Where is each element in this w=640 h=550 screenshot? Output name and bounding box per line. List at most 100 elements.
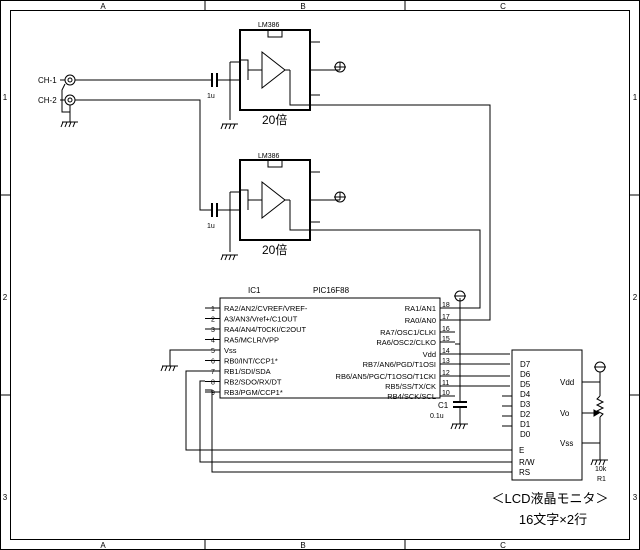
pic-pin-number: 5: [211, 348, 215, 355]
lcd-ctrl-pins: E R/WRS: [519, 446, 535, 477]
lcd-data-pin-label: D6: [520, 370, 531, 379]
amp2-vcc: [320, 191, 346, 203]
pic-pin-number: 18: [442, 302, 450, 309]
lcd-body: [511, 349, 583, 481]
pic-vss-ground: [160, 349, 205, 372]
input-connector-ch1: CH-1: [38, 74, 76, 86]
lcd-data-pin-label: D4: [520, 390, 531, 399]
pic-pin-name: RA5/MCLR/VPP: [224, 336, 279, 345]
lcd-data-pin-label: D7: [520, 360, 531, 369]
ground-icon: [590, 459, 608, 466]
pic-pin-number: 6: [211, 359, 215, 366]
pic-right-pins: 18 RA1/AN1 17 RA0/AN0 16 RA7/OSC1/CLKI 15 RA6/O…: [336, 302, 455, 401]
ground-icon: [60, 121, 78, 128]
input-connector-ch2: CH-2: [38, 94, 76, 106]
pic-pin-number: 8: [211, 380, 215, 387]
pic-pin-name: RB1/SDI/SDA: [224, 367, 271, 376]
amp1-cap-label: 1u: [207, 93, 215, 100]
pic-pin-number: 10: [442, 390, 450, 397]
pic-pin-name: RA0/AN0: [405, 316, 436, 325]
lcd-power-pin-label: Vdd: [560, 378, 574, 387]
col-label-b-bottom: B: [300, 541, 305, 550]
pic-pin-name: A3/AN3/Vref+/C1OUT: [224, 315, 298, 324]
lcd-ctrl-pin-label: R/W: [519, 458, 535, 467]
pic-pin-name: RB6/AN5/PGC/T1OSO/T1CKI: [336, 372, 436, 381]
pic-pin-number: 7: [211, 369, 215, 376]
amp1-notch: [267, 29, 283, 38]
lcd-power-pin-label: Vss: [560, 439, 573, 448]
pic-pin-number: 16: [442, 326, 450, 333]
pic-to-lcd-ctrl-wires: [185, 370, 512, 473]
pic-pin-number: 17: [442, 314, 450, 321]
row-label-1: 1: [3, 93, 8, 102]
col-label-a-bottom: A: [100, 541, 106, 550]
pic-pin-name: Vdd: [423, 350, 436, 359]
col-label-c: C: [500, 2, 506, 11]
amp1-vcc: [320, 61, 346, 73]
pic-pin-name: RB3/PGM/CCP1*: [224, 388, 283, 397]
pic-pin-number: 3: [211, 327, 215, 334]
amp2-part-label: LM386: [258, 153, 280, 160]
row-label-3-right: 3: [633, 493, 638, 502]
ground-icon: [160, 365, 178, 372]
col-label-b: B: [300, 2, 305, 11]
amp2-triangle: [261, 180, 286, 220]
lcd-data-pin-label: D1: [520, 420, 531, 429]
pic-pin-number: 13: [442, 358, 450, 365]
lcd-unused-pins: [502, 395, 512, 427]
ch1-signal-wire: [75, 73, 240, 87]
lcd-title: ＜LCD液晶モニタ＞: [491, 491, 608, 506]
amp-output-wires: [310, 104, 491, 321]
pic-pin-number: 15: [442, 336, 450, 343]
lcd-subtitle: 16文字×2行: [519, 512, 587, 527]
pic-pin-name: RB5/SS/TX/CK: [385, 382, 436, 391]
connector-label-ch2: CH-2: [38, 96, 57, 105]
pic-pin-name: RB4/SCK/SCL: [387, 392, 436, 401]
pic-pin-number: 2: [211, 317, 215, 324]
pic-pin-number: 14: [442, 348, 450, 355]
pic-pin-name: Vss: [224, 346, 237, 355]
amp2-lm386: LM386 20倍: [220, 153, 320, 261]
lcd-power-pin-label: Vo: [560, 409, 570, 418]
lcd-ctrl-pin-label: RS: [519, 468, 530, 477]
pic-pin-number: 4: [211, 338, 215, 345]
ground-icon: [220, 123, 238, 130]
c1-ref-label: C1: [438, 401, 449, 410]
frame-labels: A B C A B C 1 2 3 1 2 3: [3, 2, 638, 550]
pic-pin-name: RA4/AN4/T0CKI/C2OUT: [224, 325, 307, 334]
amp1-lm386: LM386 20倍: [220, 22, 320, 130]
connector-label-ch1: CH-1: [38, 76, 57, 85]
lcd-data-pin-label: D0: [520, 430, 531, 439]
amp1-triangle: [261, 50, 286, 90]
pic-pin-number: 11: [442, 380, 449, 387]
amp2-gain-label: 20倍: [262, 242, 287, 257]
row-label-1-right: 1: [633, 93, 638, 102]
lcd-ctrl-pin-label: E: [519, 446, 524, 455]
pic-pin-name: RA6/OSC2/CLKO: [376, 338, 436, 347]
pic-body: [219, 297, 441, 399]
ground-icon: [220, 254, 238, 261]
pic-pin-name: RA1/AN1: [405, 304, 436, 313]
pic-pin-number: 1: [211, 306, 215, 313]
amp1-gain-label: 20倍: [262, 112, 287, 127]
lcd-data-pin-label: D5: [520, 380, 531, 389]
row-label-3: 3: [3, 493, 8, 502]
lcd-data-pin-label: D2: [520, 410, 531, 419]
ch2-signal-wire: [75, 99, 240, 217]
pic-pin-name: RB2/SDO/RX/DT: [224, 378, 282, 387]
pic-pin-name: RB7/AN6/PGD/T1OSI: [363, 360, 436, 369]
pot-wiper-arrow: [593, 409, 600, 417]
pot-resistor: [595, 395, 605, 418]
amp2-cap-label: 1u: [207, 223, 215, 230]
pic-pin-name: RA7/OSC1/CLKI: [380, 328, 436, 337]
amp2-notch: [267, 159, 283, 168]
lcd-data-pin-label: D3: [520, 400, 531, 409]
pic-pin-number: 9: [211, 390, 215, 397]
